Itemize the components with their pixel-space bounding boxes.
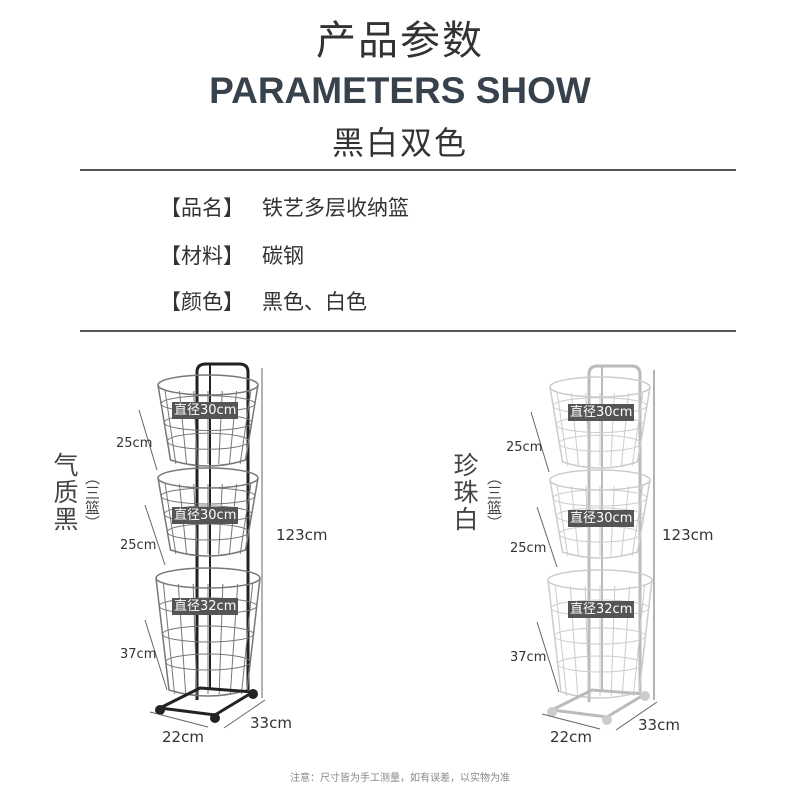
diameter-tag: 直径30cm [172,507,239,524]
height-label: 37cm [120,647,157,662]
wheel [155,705,165,715]
basket-wire [239,390,252,465]
dimension-line [536,621,560,693]
depth-label: 33cm [250,714,292,732]
basket-body [157,477,259,557]
dimension-line-depth [615,701,658,731]
height-label: 25cm [120,538,157,553]
title-en: PARAMETERS SHOW [209,70,591,111]
title-cn: 产品参数 [316,18,484,64]
dimension-line [144,619,168,691]
total-height-label: 123cm [276,526,328,544]
width-label: 22cm [550,728,592,746]
wheel [602,715,612,725]
height-label: 37cm [510,650,547,665]
divider [80,330,736,332]
basket-wire [240,583,254,695]
diameter-tag: 直径30cm [568,404,635,421]
height-label: 25cm [510,541,547,556]
wheel [210,713,220,723]
diameter-tag: 直径30cm [172,402,239,419]
basket-body [549,386,651,469]
basket-wire [631,392,644,467]
dimension-line [138,409,158,471]
depth-label: 33cm [638,716,680,734]
basket-wire [556,392,569,467]
wheel [640,691,650,701]
basket-wire [164,390,177,465]
basket-wire [554,585,568,697]
product-name: 珍珠白 [450,452,479,533]
diameter-tag: 直径30cm [568,510,635,527]
param-row-color: 【颜色】黑色、白色 [160,286,367,316]
diameter-tag: 直径32cm [568,601,635,618]
dimension-line [530,411,550,473]
param-label: 【材料】 [160,244,244,268]
width-label: 22cm [162,728,204,746]
basket-wire [631,485,644,557]
total-height-label: 123cm [662,526,714,544]
wheel [547,707,557,717]
subtitle: 黑白双色 [331,124,468,162]
param-row-material: 【材料】碳钢 [160,240,304,270]
dimension-line [144,504,166,566]
measurement-note: 注意：尺寸皆为手工测量，如有误差，以实物为准 [290,773,510,784]
basket-wire [164,483,177,555]
diameter-tag: 直径32cm [172,598,239,615]
basket-wire [239,483,252,555]
param-value: 黑色、白色 [262,290,367,314]
rack-frame [195,362,250,700]
basket-body [549,479,651,559]
basket-wire [556,485,569,557]
rack-frame [587,364,642,702]
param-value: 碳钢 [262,244,304,268]
param-label: 【颜色】 [160,290,244,314]
product-sub: （三篮） [485,470,503,530]
dimension-line-width [541,713,601,730]
product-name: 气质黑 [50,452,79,533]
product-sub: （三篮） [83,470,101,530]
divider [80,169,736,171]
basket-wire [632,585,646,697]
height-label: 25cm [506,440,543,455]
dimension-line-depth [223,699,266,729]
basket-wire [162,583,176,695]
wheel [248,689,258,699]
height-label: 25cm [116,436,153,451]
basket-body [157,384,259,467]
param-value: 铁艺多层收纳篮 [262,196,409,220]
dimension-line [536,506,558,568]
param-row-name: 【品名】铁艺多层收纳篮 [160,192,409,222]
dimension-line-width [149,711,209,728]
param-label: 【品名】 [160,196,244,220]
